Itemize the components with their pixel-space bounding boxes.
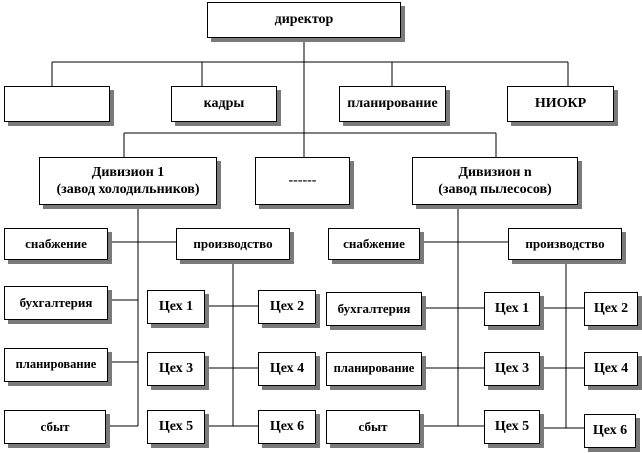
div1-shop-2-box: Цех 2 bbox=[258, 290, 316, 324]
divn-shop-2-box: Цех 2 bbox=[584, 292, 638, 326]
divn-shop-1-label: Цех 1 bbox=[494, 301, 530, 317]
div1-shop-5-box: Цех 5 bbox=[147, 410, 205, 444]
director-box: директор bbox=[207, 2, 401, 38]
divn-production-label: производство bbox=[525, 235, 605, 251]
divn-accounting-label: бухгалтерия bbox=[337, 300, 411, 316]
department-blank-box bbox=[4, 86, 110, 122]
department-hr-label: кадры bbox=[203, 96, 245, 112]
divn-shop-6-box: Цех 6 bbox=[584, 414, 636, 448]
director-label: директор bbox=[274, 12, 334, 28]
divn-shop-5-label: Цех 5 bbox=[494, 419, 530, 435]
divn-shop-4-label: Цех 4 bbox=[593, 361, 629, 377]
divn-shop-3-box: Цех 3 bbox=[484, 352, 540, 386]
div1-shop-6-box: Цех 6 bbox=[258, 410, 316, 444]
divn-planning-label: планирование bbox=[333, 361, 415, 376]
division-placeholder-box: ------ bbox=[255, 157, 350, 205]
divn-shop-3-label: Цех 3 bbox=[494, 361, 530, 377]
department-planning-box: планирование bbox=[339, 86, 446, 122]
div1-production-box: производство bbox=[176, 228, 290, 260]
divn-shop-1-box: Цех 1 bbox=[484, 292, 540, 326]
divn-shop-4-box: Цех 4 bbox=[584, 352, 638, 386]
div1-accounting-label: бухгалтерия bbox=[19, 294, 93, 310]
div1-supply-box: снабжение bbox=[4, 228, 108, 260]
division-1-title: Дивизион 1 bbox=[91, 164, 165, 180]
division-1-box: Дивизион 1 (завод холодильников) bbox=[39, 157, 217, 205]
divn-sales-label: сбыт bbox=[358, 418, 388, 434]
division-n-subtitle: (завод пылесосов) bbox=[438, 182, 552, 197]
division-1-subtitle: (завод холодильников) bbox=[56, 182, 200, 197]
department-rnd-label: НИОКР bbox=[534, 96, 587, 112]
divn-planning-box: планирование bbox=[326, 352, 422, 386]
divn-production-box: производство bbox=[508, 228, 622, 260]
div1-shop-4-label: Цех 4 bbox=[269, 361, 305, 377]
divn-supply-box: снабжение bbox=[328, 228, 420, 260]
div1-production-label: производство bbox=[193, 235, 273, 251]
div1-shop-1-box: Цех 1 bbox=[147, 290, 205, 324]
department-planning-label: планирование bbox=[347, 96, 438, 112]
div1-shop-2-label: Цех 2 bbox=[269, 299, 305, 315]
div1-shop-4-box: Цех 4 bbox=[258, 352, 316, 386]
division-placeholder-label: ------ bbox=[288, 173, 317, 189]
div1-accounting-box: бухгалтерия bbox=[4, 286, 108, 320]
div1-planning-label: планирование bbox=[15, 357, 97, 372]
div1-sales-label: сбыт bbox=[40, 418, 70, 434]
div1-shop-6-label: Цех 6 bbox=[269, 419, 305, 435]
divn-supply-label: снабжение bbox=[343, 235, 405, 251]
div1-shop-3-label: Цех 3 bbox=[158, 361, 194, 377]
divn-accounting-box: бухгалтерия bbox=[326, 292, 422, 326]
department-rnd-box: НИОКР bbox=[507, 86, 614, 122]
div1-shop-1-label: Цех 1 bbox=[158, 299, 194, 315]
divn-shop-2-label: Цех 2 bbox=[593, 301, 629, 317]
department-hr-box: кадры bbox=[171, 86, 277, 122]
division-n-box: Дивизион n (завод пылесосов) bbox=[412, 157, 578, 205]
div1-shop-3-box: Цех 3 bbox=[147, 352, 205, 386]
div1-shop-5-label: Цех 5 bbox=[158, 419, 194, 435]
divn-shop-5-box: Цех 5 bbox=[484, 410, 540, 444]
divn-shop-6-label: Цех 6 bbox=[592, 423, 628, 439]
divn-sales-box: сбыт bbox=[326, 410, 420, 444]
div1-sales-box: сбыт bbox=[4, 410, 106, 444]
division-n-title: Дивизион n bbox=[458, 164, 532, 180]
div1-supply-label: снабжение bbox=[25, 235, 87, 251]
div1-planning-box: планирование bbox=[4, 348, 108, 382]
